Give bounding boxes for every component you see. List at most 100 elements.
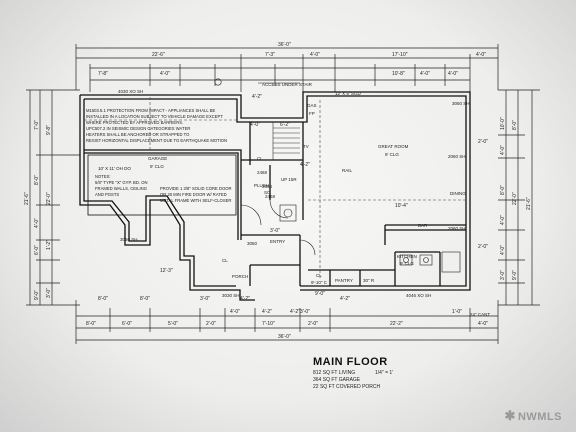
note-gyp-3: FRAMED WALLS, CEILING xyxy=(95,186,147,191)
dim-top-2: 7'-3" xyxy=(265,52,275,58)
dim-bottom-7: 22'-2" xyxy=(390,321,403,327)
label-garage: GARAGE xyxy=(148,156,167,161)
dim-left-overall: 21'-6" xyxy=(24,192,30,205)
dim-inner-5: 3'-0" xyxy=(270,228,280,234)
area-garage: 364 SQ FT GARAGE xyxy=(313,377,361,383)
note-impact-3: WHERE PROTECTED BY APPROVED BARRIERS. xyxy=(86,120,183,125)
dim-top-4: 17'-10" xyxy=(392,52,408,58)
dim-bottom-12: 8'-0" xyxy=(140,296,150,302)
label-fp: FP xyxy=(309,111,315,116)
watermark-text: NWMLS xyxy=(517,411,562,423)
label-window-3060-sh: 3060 SH xyxy=(452,101,470,106)
note-impact-2: INSTALLED IN A LOCATION SUBJECT TO VEHIC… xyxy=(86,114,223,119)
nwmls-watermark: ✱NWMLS xyxy=(505,408,562,424)
dim-left-8: 9'-0" xyxy=(34,290,40,300)
dim-inner-7: 9'-0" xyxy=(315,291,325,297)
note-impact-6: RESIST HORIZONTAL DISPLACEMENT DUE TO EA… xyxy=(86,138,227,143)
dim-left-1: 7'-0" xyxy=(34,120,40,130)
label-garage-clg: 9' CLG xyxy=(150,164,164,169)
label-great-room: GREAT ROOM xyxy=(378,144,409,149)
dim-right-5: 4'-0" xyxy=(500,215,506,225)
dim-bottom-3: 5'-0" xyxy=(168,321,178,327)
label-plush: PLUSH xyxy=(254,183,269,188)
dim-bottom-15: 8'-0" xyxy=(98,296,108,302)
label-gas: GAS xyxy=(307,103,317,108)
dim-inner-6: 4'-2" xyxy=(240,296,250,302)
note-impact-4: UPC507.2 IN SEISMIC DESIGN CATEGORIES WA… xyxy=(86,126,190,131)
label-window-3030: 3030 SH xyxy=(222,293,240,298)
note-impact-1: M1503.5.1 PROTECTION FROM IMPACT - APPLI… xyxy=(86,108,216,113)
dim-right-10: 2'-0" xyxy=(478,139,488,145)
dim-top-8: 10'-8" xyxy=(392,71,405,77)
nwmls-logo-icon: ✱ xyxy=(504,408,516,423)
note-gyp-1: NOTES: xyxy=(95,174,111,179)
dim-inner-8: 3'-0" xyxy=(300,309,310,315)
label-dining: DINING xyxy=(450,191,466,196)
plan-title: MAIN FLOOR xyxy=(313,356,388,368)
dim-inner-2: 6'-2" xyxy=(280,122,290,128)
dim-left-3: 22'-0" xyxy=(46,192,52,205)
label-rail: RAIL xyxy=(342,168,353,173)
label-window-sliding: 12' X 5' SGD xyxy=(335,91,361,96)
dim-bottom-5: 7'-10" xyxy=(262,321,275,327)
dim-inner-9: 1'-0" xyxy=(452,309,462,315)
label-porch: PORCH xyxy=(232,274,248,279)
label-great-room-clg: 9' CLG xyxy=(385,152,399,157)
dim-inner-1: 4'-0" xyxy=(250,122,260,128)
dim-bottom-6: 2'-0" xyxy=(308,321,318,327)
label-kitchen-clg: 9' CLG xyxy=(400,261,414,266)
note-door-1: PROVIDE 1 3/8" SOLID CORE DOOR xyxy=(160,186,232,191)
area-living: 812 SQ FT LIVING xyxy=(313,370,356,376)
label-door-2468: 2468 xyxy=(257,170,268,175)
label-closet-3-clg: 9'-10" C xyxy=(311,280,328,285)
label-up-15r: UP 15R xyxy=(281,177,297,182)
dim-inner-3: 10'-4" xyxy=(395,203,408,209)
label-window-4046: 4046 XO SH xyxy=(406,293,431,298)
dim-left-9: 3'-0" xyxy=(46,288,52,298)
label-tv: TV xyxy=(303,144,309,149)
dim-left-7: 1'-2" xyxy=(46,240,52,250)
label-window-3050-sh: 3050 SH xyxy=(120,237,138,242)
dim-top-1: 22'-6" xyxy=(152,52,165,58)
dim-right-overall: 21'-6" xyxy=(526,197,532,210)
dim-bottom-11: 4'-2" xyxy=(290,309,300,315)
label-access-stair: ACCESS UNDER STAIR xyxy=(262,82,313,87)
dim-inner-10: 4'-0" xyxy=(230,309,240,315)
label-door-3068-sc: SC xyxy=(264,190,271,195)
dim-bottom-overall: 36'-0" xyxy=(278,334,291,340)
dim-left-2: 8'-0" xyxy=(34,175,40,185)
dim-right-3: 8'-0" xyxy=(512,120,518,130)
dim-bottom-14: 4'-2" xyxy=(340,296,350,302)
label-door-3068: 3068 xyxy=(262,184,273,189)
dim-top-5: 4'-0" xyxy=(476,52,486,58)
dim-bottom-8: 4'-0" xyxy=(478,321,488,327)
note-impact-5: HEATERS SHALL BE ANCHORED OR STRAPPED TO xyxy=(86,132,190,137)
dim-inner-4: 4'-2" xyxy=(300,162,310,168)
label-kitchen: KITCHEN xyxy=(397,254,417,259)
label-pantry: PANTRY xyxy=(335,278,353,283)
label-closet-2: CL xyxy=(222,258,228,263)
dim-top-6: 7'-8" xyxy=(98,71,108,77)
label-garage-door: 10' X 11' OH DO xyxy=(98,166,131,171)
dim-right-9: 9'-0" xyxy=(512,270,518,280)
dim-top-9: 4'-0" xyxy=(420,71,430,77)
label-door-3050: 3050 xyxy=(247,241,258,246)
dim-right-6: 22'-0" xyxy=(512,192,518,205)
label-entry: ENTRY xyxy=(270,239,285,244)
dim-bottom-1: 8'-0" xyxy=(86,321,96,327)
dim-top-10: 4'-0" xyxy=(448,71,458,77)
dim-left-5: 9'-8" xyxy=(46,125,52,135)
label-window-2060-sh: 2060 SH xyxy=(448,154,466,159)
dim-bottom-9: 4'-2" xyxy=(262,309,272,315)
label-closet-1: CL xyxy=(257,156,263,161)
dim-right-8: 3'-0" xyxy=(500,270,506,280)
label-door-2468-b: 2468 xyxy=(265,194,276,199)
dim-bottom-2: 6'-0" xyxy=(122,321,132,327)
label-cant: 24" CANT xyxy=(470,312,490,317)
area-porch: 22 SQ FT COVERED PORCH xyxy=(313,384,381,390)
area-summary: 812 SQ FT LIVING 364 SQ FT GARAGE 22 SQ … xyxy=(313,370,380,391)
dim-right-11: 2'-0" xyxy=(478,244,488,250)
dim-bottom-10: 12'-3" xyxy=(160,268,173,274)
